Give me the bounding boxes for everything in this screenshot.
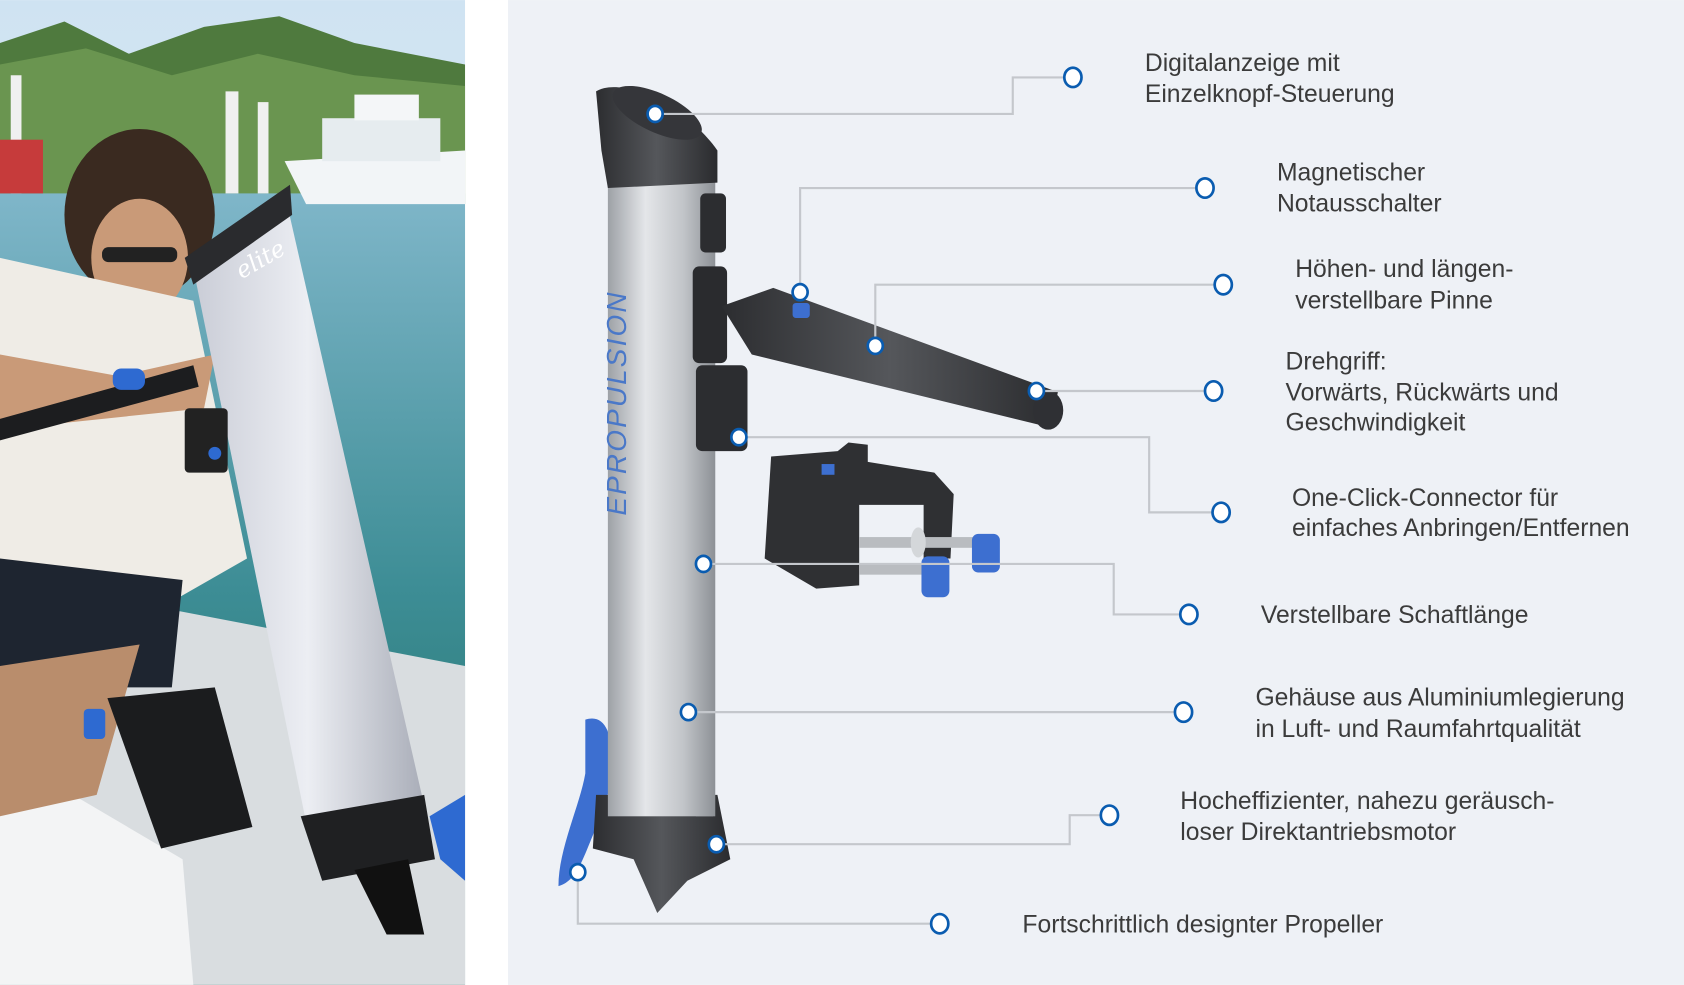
callout-marker[interactable] <box>1173 701 1194 724</box>
callout-lines <box>576 76 1214 925</box>
person-shirt <box>0 257 248 602</box>
motor-photo: elite <box>0 184 466 935</box>
callout-kill-switch: Magnetischer Notausschalter <box>1277 160 1442 218</box>
callout-marker[interactable] <box>1178 603 1199 626</box>
anchor-dot[interactable] <box>1027 381 1046 401</box>
label-markers <box>929 66 1234 935</box>
callout-marker[interactable] <box>1203 380 1224 403</box>
callout-marker[interactable] <box>1099 804 1120 827</box>
anchor-dot[interactable] <box>730 427 748 447</box>
anchor-dot[interactable] <box>646 104 664 124</box>
yacht <box>284 94 466 205</box>
callout-tiller: Höhen- und längen- verstellbare Pinne <box>1295 256 1520 314</box>
anchor-dot[interactable] <box>866 336 885 356</box>
callout-digital-display: Digitalanzeige mit Einzelknopf-Steuerung <box>1145 50 1395 108</box>
anchor-dot[interactable] <box>707 834 726 854</box>
callout-labels: Digitalanzeige mit Einzelknopf-Steuerung… <box>1022 50 1631 938</box>
callout-housing: Gehäuse aus Aluminiumlegierung in Luft- … <box>1255 685 1631 743</box>
motor-render: EPROPULSION <box>558 85 1064 913</box>
callout-shaft-length: Verstellbare Schaftlänge <box>1261 602 1529 629</box>
callout-connector: One-Click-Connector für einfaches Anbrin… <box>1292 485 1630 542</box>
callout-marker[interactable] <box>1211 501 1232 524</box>
callout-motor: Hocheffizienter, nahezu geräusch- loser … <box>1180 788 1561 846</box>
shaft-brand-text: EPROPULSION <box>601 290 632 515</box>
callout-marker[interactable] <box>929 912 950 935</box>
callout-marker[interactable] <box>1062 66 1083 89</box>
anchor-dot[interactable] <box>791 282 809 302</box>
lifestyle-photo: elite <box>0 0 466 985</box>
marina-poles <box>10 75 269 194</box>
anchor-dot[interactable] <box>694 554 713 574</box>
callout-marker[interactable] <box>1213 273 1234 296</box>
anchor-dot[interactable] <box>679 702 698 722</box>
callout-marker[interactable] <box>1195 177 1215 200</box>
anchor-points <box>568 104 1046 882</box>
callout-twist-grip: Drehgriff: Vorwärts, Rückwärts und Gesch… <box>1286 349 1566 437</box>
propeller <box>558 718 613 887</box>
callout-propeller: Fortschrittlich designter Propeller <box>1022 911 1383 938</box>
anchor-dot[interactable] <box>568 862 587 882</box>
tiller <box>721 287 1058 428</box>
